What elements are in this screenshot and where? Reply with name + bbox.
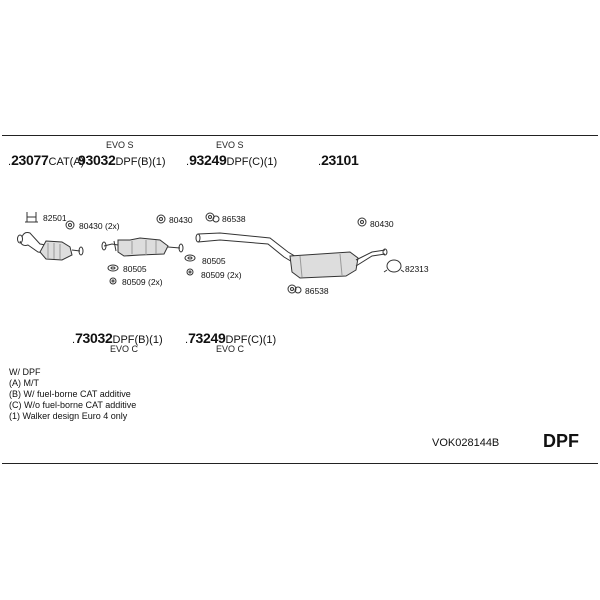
part-73032-suffix: DPF(B)(1) <box>112 334 163 346</box>
label-80430-b: 80430 <box>370 219 394 229</box>
part-23077-number: 23077 <box>11 152 49 168</box>
label-82501: 82501 <box>43 213 67 223</box>
part-93249-number: 93249 <box>189 152 227 168</box>
label-86538-b: 86538 <box>305 286 329 296</box>
label-80505-b: 80505 <box>202 256 226 266</box>
gasket-80505-b[interactable] <box>184 254 196 262</box>
part-23077-suffix: CAT(A) <box>48 156 85 168</box>
part-73032-number: 73032 <box>75 330 113 346</box>
evo-c-label-1: EVO C <box>110 344 139 354</box>
bolt-80509-b[interactable] <box>186 268 194 276</box>
part-93032[interactable]: 93032DPF(B)(1) <box>78 152 166 168</box>
hanger-80430-2x[interactable] <box>65 220 75 230</box>
hanger-80430-rear[interactable] <box>357 217 367 227</box>
label-86538-a: 86538 <box>222 214 246 224</box>
label-80509-a: 80509 (2x) <box>122 277 163 287</box>
part-73249[interactable]: .73249DPF(C)(1) <box>185 330 277 346</box>
label-80430-a: 80430 <box>169 215 193 225</box>
evo-s-label-2: EVO S <box>216 140 244 150</box>
catalytic-converter-front[interactable] <box>17 232 84 261</box>
evo-c-label-2: EVO C <box>216 344 245 354</box>
legend-item: (B) W/ fuel-borne CAT additive <box>9 389 131 399</box>
hanger-86538-b[interactable] <box>287 284 302 294</box>
legend: W/ DPF (A) M/T (B) W/ fuel-borne CAT add… <box>9 367 136 422</box>
diesel-particulate-filter[interactable] <box>101 237 184 257</box>
part-93032-suffix: DPF(B)(1) <box>115 156 166 168</box>
label-80505-a: 80505 <box>123 264 147 274</box>
part-93249[interactable]: .93249DPF(C)(1) <box>186 152 278 168</box>
diagram-frame <box>2 135 598 464</box>
legend-item: (A) M/T <box>9 378 39 388</box>
label-80509-b: 80509 (2x) <box>201 270 242 280</box>
legend-item: W/ DPF <box>9 367 41 377</box>
evo-s-label-1: EVO S <box>106 140 134 150</box>
part-73249-suffix: DPF(C)(1) <box>225 334 277 346</box>
sensor-bracket-82501[interactable] <box>25 212 38 223</box>
hanger-86538-a[interactable] <box>205 212 220 223</box>
part-93032-number: 93032 <box>78 152 116 168</box>
hanger-80430-dpf[interactable] <box>156 214 166 224</box>
part-73032[interactable]: .73032DPF(B)(1) <box>72 330 163 346</box>
label-80430-2x: 80430 (2x) <box>79 221 120 231</box>
legend-item: (1) Walker design Euro 4 only <box>9 411 128 421</box>
clamp-82313[interactable] <box>383 259 405 273</box>
part-93249-suffix: DPF(C)(1) <box>226 156 278 168</box>
part-23101-number: 23101 <box>321 152 359 168</box>
centre-pipe-and-rear-silencer[interactable] <box>195 232 388 279</box>
part-73249-number: 73249 <box>188 330 226 346</box>
part-23101[interactable]: .23101 <box>318 152 359 168</box>
bolt-80509-a[interactable] <box>109 277 117 285</box>
part-23077[interactable]: .23077CAT(A) <box>8 152 85 168</box>
label-82313: 82313 <box>405 264 429 274</box>
kit-code: VOK028144B <box>432 437 500 449</box>
dpf-tag: DPF <box>543 431 579 451</box>
legend-item: (C) W/o fuel-borne CAT additive <box>9 400 137 410</box>
gasket-80505-a[interactable] <box>107 264 119 272</box>
